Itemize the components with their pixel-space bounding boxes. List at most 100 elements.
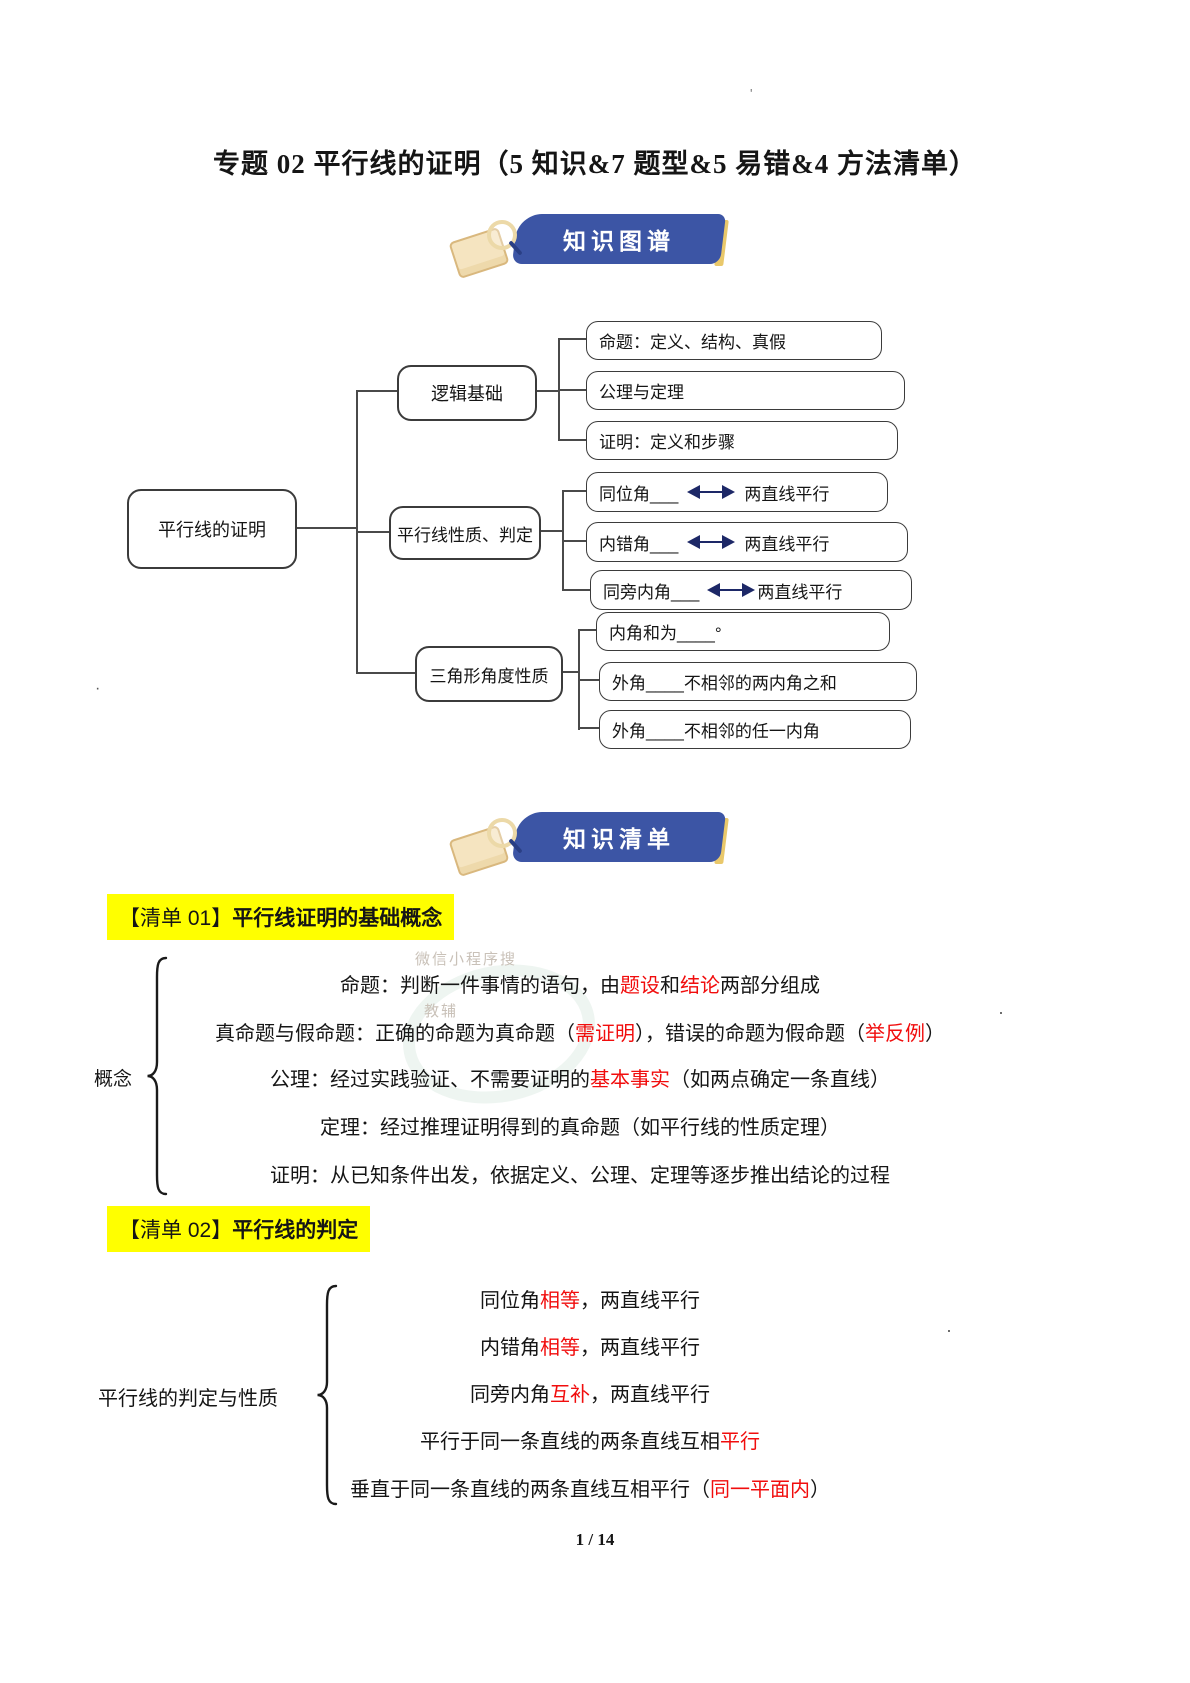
connector-line [356, 531, 390, 533]
connector-line [356, 672, 416, 674]
concept-line: 真命题与假命题：正确的命题为真命题（需证明），错误的命题为假命题（举反例） [160, 1020, 1000, 1048]
concept-line: 定理：经过推理证明得到的真命题（如平行线的性质定理） [160, 1114, 1000, 1142]
mindmap-root: 平行线的证明 [127, 489, 297, 569]
double-arrow-icon [687, 535, 736, 549]
banner-blue-tag: 知识图谱 [511, 214, 727, 264]
mindmap-leaf: 公理与定理 [586, 371, 905, 410]
connector-line [578, 727, 599, 729]
connector-line [562, 540, 586, 542]
concept-line: 证明：从已知条件出发，依据定义、公理、定理等逐步推出结论的过程 [160, 1162, 1000, 1190]
watermark-text: 教辅 [424, 1003, 459, 1020]
connector-line [558, 389, 586, 391]
red-emphasis-text: 互补 [550, 1384, 590, 1406]
mindmap-branch-logic: 逻辑基础 [397, 365, 537, 421]
scan-artifact-dot: · [998, 1002, 1004, 1022]
mindmap-leaf: 同位角___ 两直线平行 [586, 472, 888, 512]
red-emphasis-text: 结论 [680, 975, 720, 997]
brace-label-concept: 概念 [94, 1069, 133, 1090]
scan-artifact-mark: ' [750, 86, 753, 101]
mindmap-leaf: 外角____不相邻的任一内角 [599, 710, 911, 749]
connector-line [533, 390, 559, 392]
mindmap-leaf: 证明：定义和步骤 [586, 421, 898, 460]
book-magnifier-icon [445, 220, 537, 280]
mindmap-branch-triangle: 三角形角度性质 [415, 646, 563, 702]
knowledge-map-banner: 知识图谱 [445, 208, 745, 280]
knowledge-list-banner: 知识清单 [445, 806, 745, 878]
mindmap-leaf: 外角____不相邻的两内角之和 [599, 662, 917, 701]
watermark-text: 微信小程序搜 [415, 951, 518, 968]
connector-line [293, 527, 357, 529]
section-heading-01: 【清单 01】平行线证明的基础概念 [107, 894, 455, 940]
leaf-text-post: 两直线平行 [757, 582, 843, 602]
connector-line [558, 338, 586, 340]
red-emphasis-text: 同一平面内 [710, 1479, 810, 1501]
judgement-line: 内错角相等，两直线平行 [300, 1334, 880, 1362]
plain-text: 定理：经过推理证明得到的真命题（如平行线的性质定理） [320, 1117, 840, 1139]
mindmap-leaf: 内错角___ 两直线平行 [586, 522, 908, 562]
scan-artifact-dot: · [95, 680, 101, 697]
plain-text: ，两直线平行 [590, 1384, 710, 1406]
section-heading-02: 【清单 02】平行线的判定 [107, 1206, 371, 1252]
red-emphasis-text: 相等 [540, 1290, 580, 1312]
section-tag: 【清单 01】 [119, 907, 233, 930]
plain-text: 内错角 [480, 1337, 540, 1359]
connector-line [559, 671, 579, 673]
scan-artifact-dot: · [946, 1320, 952, 1340]
plain-text: 证明：从已知条件出发，依据定义、公理、定理等逐步推出结论的过程 [270, 1165, 890, 1187]
connector-line [578, 679, 599, 681]
judgement-line: 同旁内角互补，两直线平行 [300, 1381, 880, 1409]
leaf-text-pre: 同旁内角___ [603, 582, 700, 602]
section-title: 平行线证明的基础概念 [232, 907, 443, 930]
plain-text: ，两直线平行 [580, 1337, 700, 1359]
plain-text: 和 [660, 975, 680, 997]
section-title: 平行线的判定 [232, 1219, 359, 1242]
banner-blue-tag: 知识清单 [511, 812, 727, 862]
banner-title: 知识图谱 [563, 228, 675, 254]
magnifier-handle-icon [508, 838, 523, 854]
leaf-text-pre: 同位角___ [599, 484, 679, 504]
connector-line [578, 629, 596, 631]
plain-text: 两部分组成 [720, 975, 820, 997]
page-number: 1 / 14 [575, 1530, 615, 1549]
double-arrow-icon [687, 485, 736, 499]
leaf-text-post: 两直线平行 [744, 484, 830, 504]
concept-line: 公理：经过实践验证、不需要证明的基本事实（如两点确定一条直线） [160, 1066, 1000, 1094]
plain-text: ） [925, 1023, 945, 1045]
mindmap-branch-parallel: 平行线性质、判定 [389, 506, 541, 560]
plain-text: 同旁内角 [470, 1384, 550, 1406]
red-emphasis-text: 举反例 [865, 1023, 925, 1045]
page-title: 专题 02 平行线的证明（5 知识&7 题型&5 易错&4 方法清单） [213, 149, 977, 179]
red-emphasis-text: 需证明 [575, 1023, 635, 1045]
plain-text: 命题：判断一件事情的语句，由 [340, 975, 620, 997]
mindmap-leaf: 同旁内角___ 两直线平行 [590, 570, 912, 610]
red-emphasis-text: 平行 [720, 1431, 760, 1453]
connector-line [356, 390, 398, 392]
plain-text: ），错误的命题为假命题（ [635, 1023, 865, 1045]
judgement-line: 垂直于同一条直线的两条直线互相平行（同一平面内） [300, 1476, 880, 1504]
plain-text: ） [810, 1479, 830, 1501]
banner-title: 知识清单 [563, 826, 675, 852]
plain-text: ，两直线平行 [580, 1290, 700, 1312]
mindmap-leaf: 命题：定义、结构、真假 [586, 321, 882, 360]
plain-text: 平行于同一条直线的两条直线互相 [420, 1431, 720, 1453]
book-magnifier-icon [445, 818, 537, 878]
plain-text: 垂直于同一条直线的两条直线互相平行（ [350, 1479, 710, 1501]
judgement-line: 平行于同一条直线的两条直线互相平行 [300, 1428, 880, 1456]
red-emphasis-text: 基本事实 [590, 1069, 670, 1091]
plain-text: 真命题与假命题：正确的命题为真命题（ [215, 1023, 575, 1045]
connector-line [562, 490, 586, 492]
plain-text: （如两点确定一条直线） [670, 1069, 890, 1091]
plain-text: 公理：经过实践验证、不需要证明的 [270, 1069, 590, 1091]
leaf-text-pre: 内错角___ [599, 534, 679, 554]
plain-text: 同位角 [480, 1290, 540, 1312]
connector-line [558, 439, 586, 441]
left-brace [317, 1284, 338, 1506]
connector-line [562, 589, 590, 591]
mindmap-leaf: 内角和为____° [596, 612, 890, 651]
left-brace [147, 956, 168, 1196]
leaf-text-post: 两直线平行 [744, 534, 830, 554]
brace-label-judgement: 平行线的判定与性质 [98, 1388, 278, 1410]
judgement-line: 同位角相等，两直线平行 [300, 1287, 880, 1315]
connector-line [537, 530, 563, 532]
